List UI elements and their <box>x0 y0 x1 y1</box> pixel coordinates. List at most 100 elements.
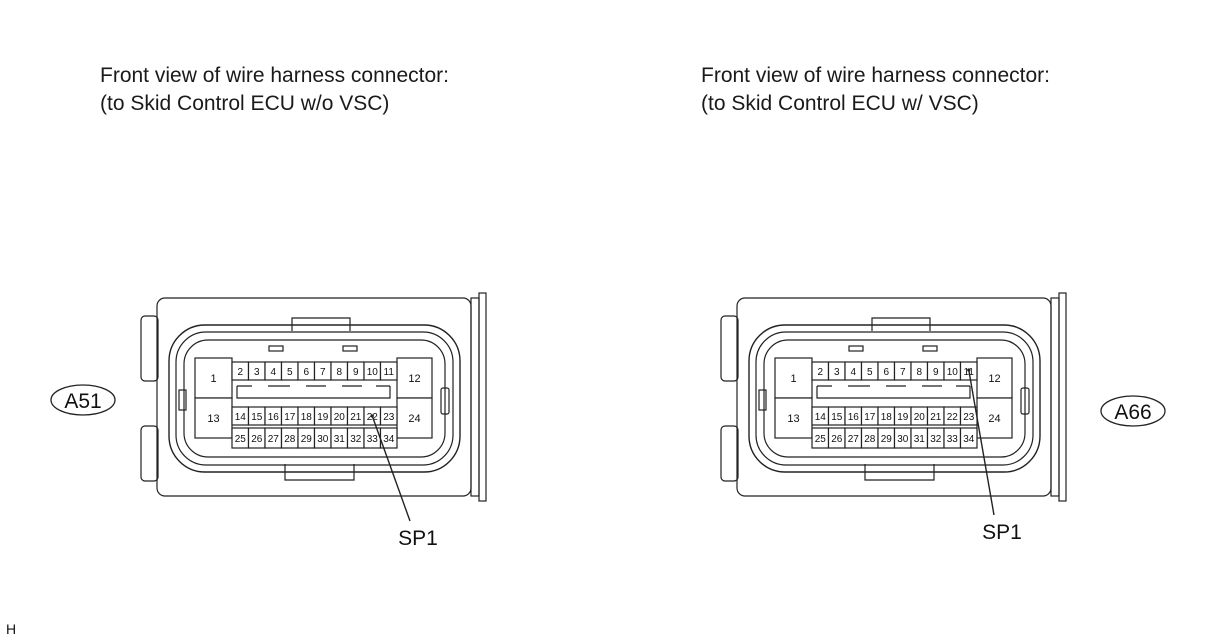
face-shell-outer <box>748 324 1041 473</box>
terminal-24 <box>396 397 433 439</box>
connector-code-ellipse <box>1100 395 1166 427</box>
side-bump-right <box>1020 387 1030 415</box>
pointer-line <box>968 369 995 516</box>
face-shell-core <box>183 339 446 458</box>
terminal-label-7: 7 <box>900 367 906 378</box>
terminal-label-2: 2 <box>817 367 823 378</box>
terminal-label-16: 16 <box>268 412 280 423</box>
terminal-label-26: 26 <box>251 434 263 445</box>
terminal-13 <box>194 397 233 439</box>
terminal-label-24: 24 <box>988 413 1000 425</box>
terminal-label-17: 17 <box>284 412 296 423</box>
terminal-label-18: 18 <box>881 412 893 423</box>
terminal-label-9: 9 <box>353 367 359 378</box>
connector-A66: 1121324234567891011141516171819202122232… <box>720 292 1067 544</box>
terminal-label-12: 12 <box>408 373 420 385</box>
terminal-label-5: 5 <box>867 367 873 378</box>
terminal-label-5: 5 <box>287 367 293 378</box>
pointer-dot <box>370 414 374 418</box>
terminal-label-13: 13 <box>787 413 799 425</box>
terminal-label-23: 23 <box>963 412 975 423</box>
terminal-label-30: 30 <box>897 434 909 445</box>
caption-left-line2: (to Skid Control ECU w/o VSC) <box>100 92 390 115</box>
terminal-label-33: 33 <box>367 434 379 445</box>
terminal-label-21: 21 <box>930 412 942 423</box>
terminal-label-1: 1 <box>790 373 796 385</box>
connector-code-ellipse <box>50 384 116 416</box>
pointer-label: SP1 <box>982 521 1022 544</box>
terminal-label-26: 26 <box>831 434 843 445</box>
terminal-label-32: 32 <box>350 434 362 445</box>
face-shell-inner <box>755 331 1034 466</box>
terminal-label-19: 19 <box>897 412 909 423</box>
connector-code-A66: A66 <box>1100 395 1166 427</box>
terminal-label-15: 15 <box>831 412 843 423</box>
terminal-label-11: 11 <box>384 367 395 378</box>
terminal-label-32: 32 <box>930 434 942 445</box>
housing-tab-top <box>140 315 159 382</box>
slot-left <box>848 345 864 352</box>
connector-code-text: A66 <box>1114 401 1151 424</box>
terminal-label-3: 3 <box>834 367 840 378</box>
terminal-label-13: 13 <box>207 413 219 425</box>
terminal-label-34: 34 <box>963 434 975 445</box>
terminal-label-7: 7 <box>320 367 326 378</box>
terminal-label-6: 6 <box>883 367 889 378</box>
caption-right-line1: Front view of wire harness connector: <box>701 64 1050 87</box>
terminal-label-20: 20 <box>334 412 346 423</box>
housing-tab-bottom <box>720 425 739 482</box>
face-shell-inner <box>175 331 454 466</box>
housing-tab-top <box>720 315 739 382</box>
terminal-label-24: 24 <box>408 413 420 425</box>
face-shell-core <box>763 339 1026 458</box>
connector-code-text: A51 <box>64 390 101 413</box>
terminal-label-12: 12 <box>988 373 1000 385</box>
terminal-label-28: 28 <box>864 434 876 445</box>
face-shell-outer <box>168 324 461 473</box>
terminal-label-29: 29 <box>881 434 893 445</box>
terminal-label-8: 8 <box>336 367 342 378</box>
terminal-label-14: 14 <box>815 412 827 423</box>
terminal-label-14: 14 <box>235 412 247 423</box>
latch-rail-outer <box>1058 292 1067 502</box>
terminal-label-31: 31 <box>334 434 346 445</box>
connector-code-A51: A51 <box>50 384 116 416</box>
latch-rail <box>470 297 480 497</box>
connector-A51: 1121324234567891011141516171819202122232… <box>140 292 487 550</box>
terminal-24 <box>976 397 1013 439</box>
pointer-dot <box>967 368 971 372</box>
pointer-line <box>371 415 411 522</box>
terminal-label-18: 18 <box>301 412 313 423</box>
side-bump-left <box>758 389 767 411</box>
terminal-label-1: 1 <box>210 373 216 385</box>
footer-mark: H <box>6 621 17 637</box>
side-bump-right <box>440 387 450 415</box>
terminal-label-6: 6 <box>303 367 309 378</box>
slot-right <box>342 345 358 352</box>
caption-right: Front view of wire harness connector: (t… <box>701 62 1050 118</box>
latch-rail-outer <box>478 292 487 502</box>
terminal-34 <box>959 427 978 449</box>
terminal-label-30: 30 <box>317 434 329 445</box>
terminal-label-10: 10 <box>947 367 959 378</box>
terminal-label-22: 22 <box>947 412 959 423</box>
terminal-label-15: 15 <box>251 412 263 423</box>
terminal-label-34: 34 <box>383 434 395 445</box>
terminal-label-29: 29 <box>301 434 313 445</box>
terminal-label-3: 3 <box>254 367 260 378</box>
terminal-label-33: 33 <box>947 434 959 445</box>
terminal-label-17: 17 <box>864 412 876 423</box>
key-strip <box>816 386 971 399</box>
terminal-label-25: 25 <box>235 434 247 445</box>
terminal-label-27: 27 <box>848 434 860 445</box>
side-bump-left <box>178 389 187 411</box>
terminal-label-4: 4 <box>850 367 856 378</box>
terminal-label-25: 25 <box>815 434 827 445</box>
caption-right-line2: (to Skid Control ECU w/ VSC) <box>701 92 979 115</box>
terminal-label-2: 2 <box>237 367 243 378</box>
terminal-label-31: 31 <box>914 434 926 445</box>
slot-right <box>922 345 938 352</box>
terminal-13 <box>774 397 813 439</box>
pointer-label: SP1 <box>398 527 438 550</box>
